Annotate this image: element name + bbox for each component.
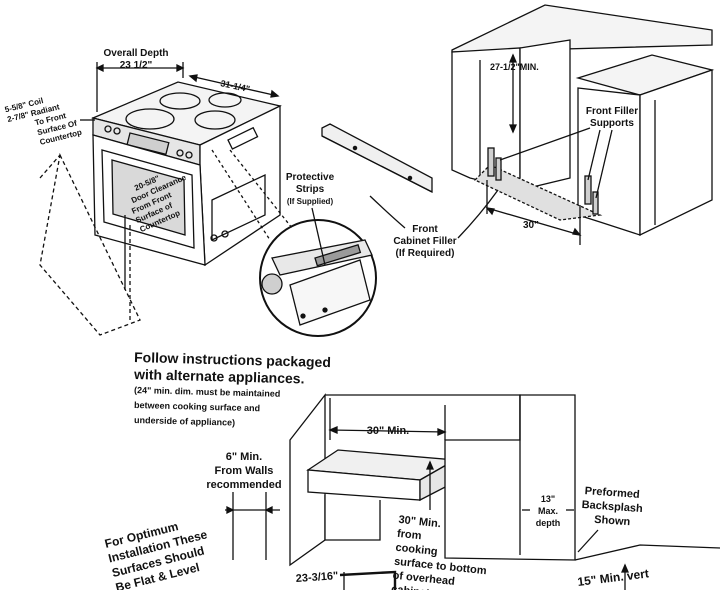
protective-strips-label: Protective Strips (If Supplied): [286, 172, 335, 206]
range-illustration: [39, 81, 282, 336]
svg-text:Strips: Strips: [296, 184, 325, 195]
thirteen-max-label: 13" Max. depth: [536, 494, 561, 528]
overall-depth-value: 23 1/2": [120, 60, 153, 71]
preformed-backsplash-label: Preformed Backsplash Shown: [581, 485, 643, 528]
svg-text:Preformed: Preformed: [584, 485, 640, 501]
overall-depth-dimension: [95, 62, 185, 112]
instructions-note-3: underside of appliance): [134, 415, 235, 428]
svg-text:(If Supplied): (If Supplied): [287, 197, 334, 206]
svg-text:30" Min.: 30" Min.: [398, 514, 442, 530]
cabinet-width-dimension: [485, 180, 582, 245]
svg-text:depth: depth: [536, 518, 561, 528]
width-dimension: [188, 74, 280, 98]
thirty-min-cooking-dimension: [426, 460, 434, 510]
instructions-note-1: (24" min. dim. must be maintained: [134, 385, 281, 399]
svg-text:from: from: [396, 528, 422, 543]
svg-text:cabinet: cabinet: [391, 583, 431, 590]
detail-magnifier: [259, 219, 377, 337]
coil-radiant-label: 5-5/8" Coil 2-7/8" Radiant To Front Surf…: [4, 96, 83, 147]
instructions-block: Follow instructions packaged with altern…: [133, 349, 331, 428]
svg-text:Supports: Supports: [590, 118, 634, 129]
overall-depth-label: Overall Depth: [103, 48, 168, 59]
svg-text:cooking: cooking: [395, 542, 438, 558]
depth-23-label: 23-3/16": [295, 570, 338, 585]
svg-text:(If Required): (If Required): [396, 248, 455, 259]
front-filler-panel: [321, 123, 433, 194]
svg-text:6" Min.: 6" Min.: [226, 451, 262, 463]
svg-text:Protective: Protective: [286, 172, 335, 183]
installation-illustration: [289, 393, 720, 590]
min-30-label: 30" Min.: [367, 425, 410, 437]
cabinet-width-label: 30": [523, 220, 539, 231]
width-value: 31-1/4": [220, 78, 251, 94]
svg-text:From Walls: From Walls: [215, 465, 274, 477]
svg-text:Cabinet Filler: Cabinet Filler: [393, 236, 456, 247]
svg-text:Max.: Max.: [538, 506, 558, 516]
filler-leader-right: [457, 189, 499, 239]
protective-strips-leader: [311, 207, 326, 266]
instructions-heading-1: Follow instructions packaged: [134, 349, 331, 370]
front-filler-supports-label: Front Filler Supports: [586, 106, 638, 129]
svg-text:Backsplash: Backsplash: [581, 499, 643, 515]
supports-leader-1: [499, 127, 591, 161]
backsplash-leader: [577, 529, 599, 553]
svg-text:recommended: recommended: [206, 479, 281, 491]
front-cabinet-filler-label: Front Cabinet Filler (If Required): [393, 224, 456, 259]
svg-text:Shown: Shown: [594, 514, 631, 529]
instructions-note-2: between cooking surface and: [134, 400, 260, 413]
min-height-dimension: [509, 53, 517, 134]
fifteen-min-label: 15" Min. vert: [577, 566, 650, 589]
min-30-dimension: [328, 398, 447, 440]
six-min-dimension: [225, 492, 280, 560]
svg-text:13": 13": [541, 494, 555, 504]
optimum-surfaces-label: For Optimum Installation These Surfaces …: [103, 519, 209, 590]
six-min-label: 6" Min. From Walls recommended: [206, 451, 281, 491]
instructions-heading-2: with alternate appliances.: [133, 366, 305, 386]
fifteen-min-dimension: [621, 563, 629, 590]
cabinet-illustration: [451, 4, 715, 237]
svg-text:Front: Front: [412, 224, 438, 235]
svg-text:Front Filler: Front Filler: [586, 106, 638, 117]
filler-leader-left: [369, 195, 406, 229]
min-height-label: 27-1/2"MIN.: [490, 62, 539, 72]
